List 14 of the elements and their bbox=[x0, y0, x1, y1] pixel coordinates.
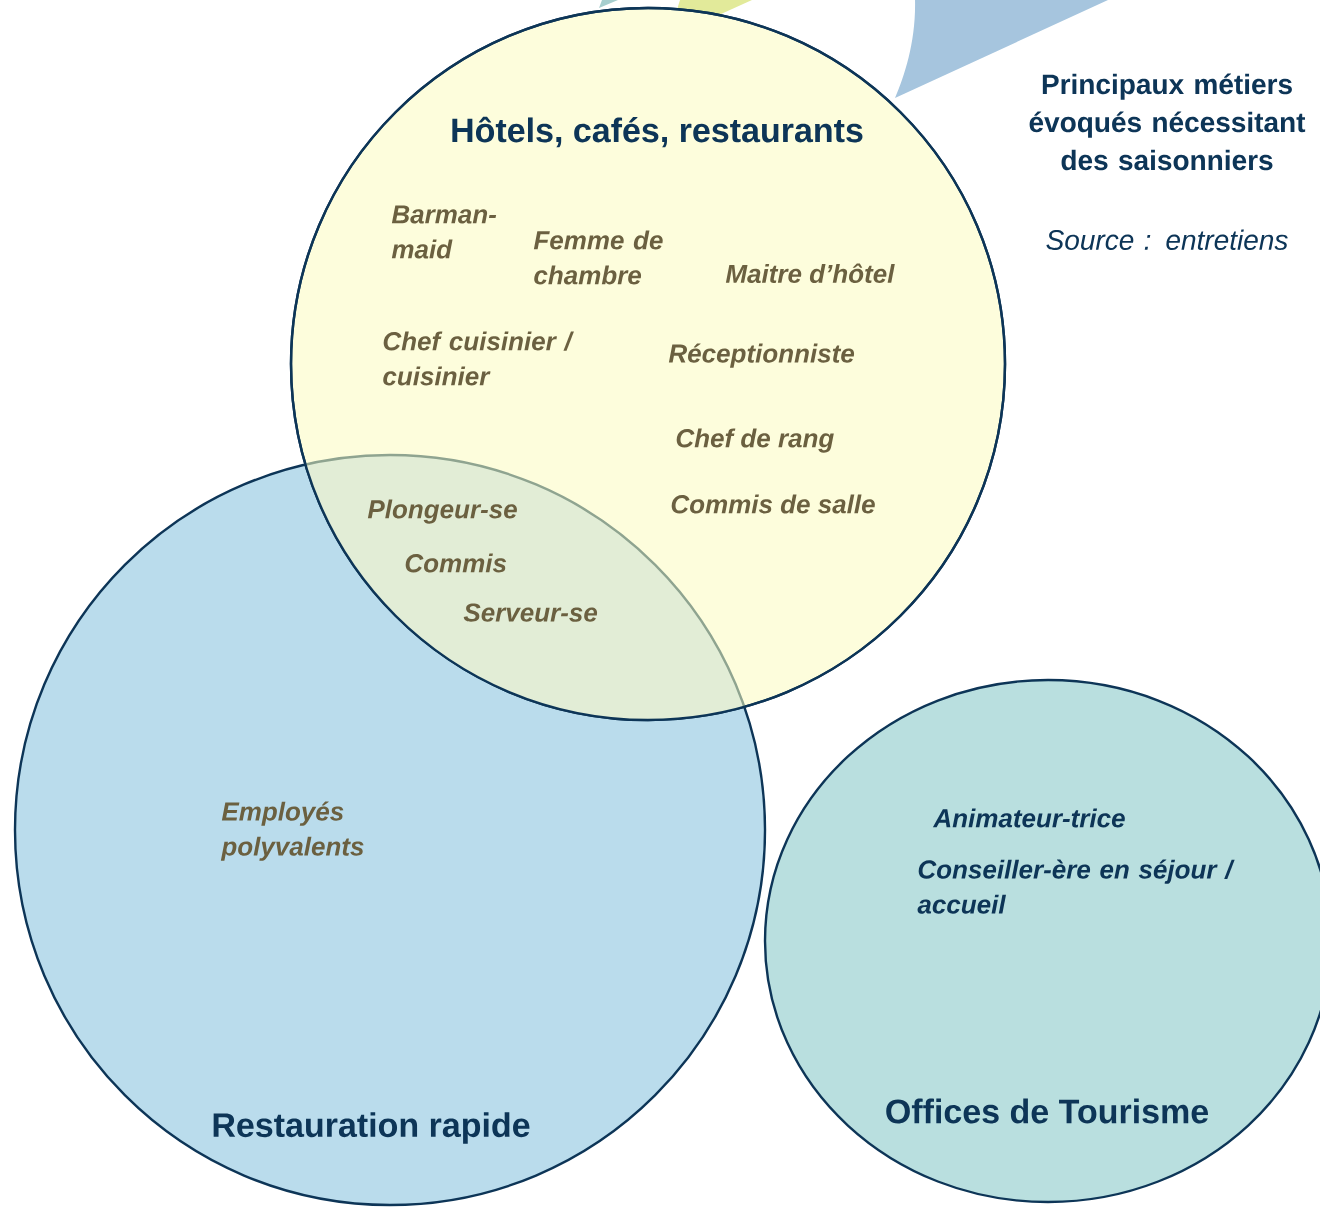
job-label: Animateur-trice bbox=[932, 808, 1125, 828]
job-label: Employés polyvalents bbox=[220, 801, 364, 861]
job-label: Conseiller-ère en séjour / accueil bbox=[917, 859, 1235, 914]
job-label: Maitre d’hôtel bbox=[725, 263, 895, 284]
job-label: Réceptionniste bbox=[668, 343, 855, 368]
job-label: Barman- maid bbox=[391, 205, 497, 259]
job-label: Serveur-se bbox=[463, 603, 598, 622]
job-label: Commis bbox=[405, 553, 507, 573]
job-label: Chef cuisinier / cuisinier bbox=[383, 331, 574, 386]
source-note: Source : entretiens bbox=[1046, 229, 1288, 250]
job-label: Femme de chambre bbox=[533, 230, 663, 285]
job-label: Plongeur-se bbox=[367, 499, 517, 524]
job-label: Chef de rang bbox=[676, 428, 834, 453]
node-label: Hôtels, cafés, restaurants bbox=[452, 116, 863, 148]
